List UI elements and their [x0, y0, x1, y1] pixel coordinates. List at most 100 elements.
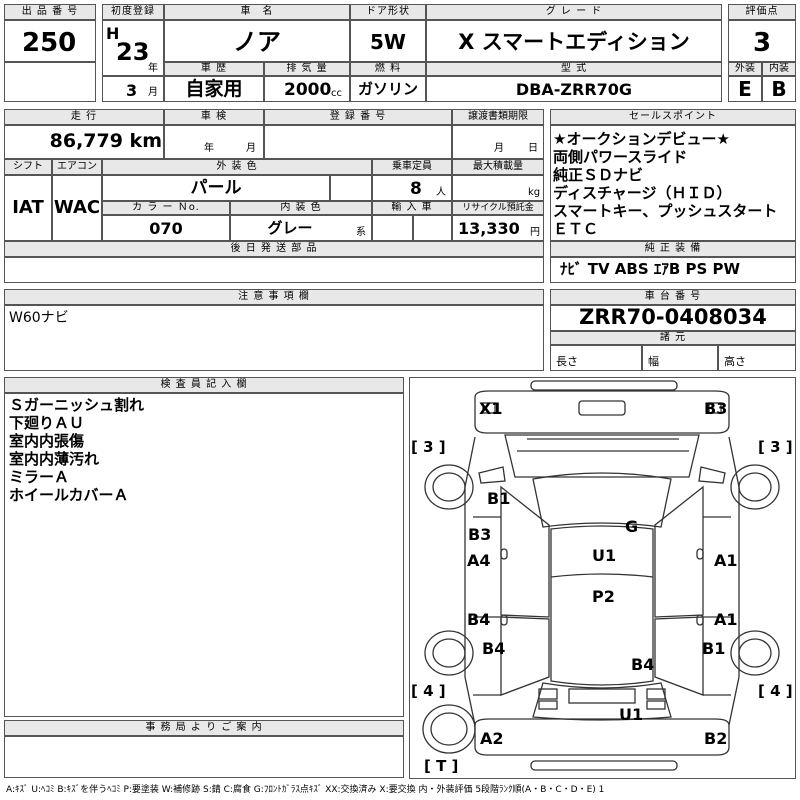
damage-mark: P2 — [592, 587, 615, 606]
interior-grade-cell — [762, 76, 796, 102]
inspector-cell — [4, 393, 404, 717]
equipment-label: 純 正 装 備 — [550, 241, 796, 257]
recycle-deposit: 13,330 — [458, 219, 520, 238]
capacity-unit: 人 — [436, 187, 446, 198]
displacement-label: 排 気 量 — [264, 62, 350, 76]
exterior-color-label: 外 装 色 — [102, 159, 372, 175]
specification-label: 諸 元 — [550, 331, 796, 345]
car-diagram — [422, 380, 780, 771]
damage-mark: B4 — [482, 639, 506, 658]
damage-mark: A4 — [467, 551, 491, 570]
legend-footer: A:ｷｽﾞ U:ﾍｺﾐ B:ｷｽﾞを伴うﾍｺﾐ P:要塗装 W:補修跡 S:錆 … — [6, 785, 605, 795]
later-parts-label: 後 日 発 送 部 品 — [4, 241, 544, 257]
transfer-day-unit: 日 — [528, 143, 538, 154]
car-name-label: 車 名 — [164, 4, 350, 20]
color-number-cell — [102, 215, 230, 241]
tire-rear-right-grade: [ 4 ] — [758, 682, 793, 700]
damage-mark: B3 — [468, 525, 492, 544]
damage-mark: B4 — [631, 655, 655, 674]
recycle-deposit-unit: 円 — [530, 227, 540, 238]
import-label: 輸 入 車 — [372, 201, 452, 215]
width-cell — [642, 345, 718, 371]
door-type: 5W — [370, 30, 406, 54]
sales-point-item: ＥＴＣ — [553, 220, 599, 238]
grade-cell — [426, 20, 722, 62]
shift-label: シフト — [4, 159, 52, 175]
sales-point-item: スマートキー、プッシュスタート — [553, 202, 778, 220]
first-registration-month-cell — [102, 76, 164, 102]
door-cell — [350, 20, 426, 62]
damage-mark: U1 — [592, 546, 617, 565]
mileage-cell — [4, 125, 164, 159]
year-unit: 年 — [148, 63, 158, 74]
inspector-label: 検 査 員 記 入 欄 — [4, 377, 404, 393]
length-label: 長さ — [556, 355, 578, 368]
max-load-unit: kg — [528, 187, 541, 198]
length-cell — [550, 345, 642, 371]
exterior-grade-label: 外装 — [728, 62, 762, 76]
inspector-item: 室内内薄汚れ — [9, 450, 100, 468]
lot-blank-cell — [4, 62, 96, 102]
displacement-cell — [264, 76, 350, 102]
recycle-deposit-cell — [452, 215, 544, 241]
registration-number-cell — [264, 125, 452, 159]
height-cell — [718, 345, 796, 371]
fuel-label: 燃 料 — [350, 62, 426, 76]
exterior-color-cell — [102, 175, 330, 201]
model: DBA-ZRR70G — [515, 80, 633, 99]
equipment: ﾅﾋﾞ TV ABS ｴｱB PS PW — [560, 260, 741, 278]
history: 自家用 — [185, 78, 243, 100]
first-registration-label: 初度登録 — [102, 4, 164, 20]
inspection-label: 車 検 — [164, 109, 264, 125]
max-load-label: 最大積載量 — [452, 159, 544, 175]
inspector-item: 下廻りＡＵ — [9, 414, 85, 432]
car-name-cell — [164, 20, 350, 62]
month-unit: 月 — [148, 87, 158, 98]
inspector-item: 室内内張傷 — [9, 432, 85, 450]
shift-cell — [4, 175, 52, 241]
office-cell — [4, 736, 404, 778]
exterior-grade: E — [738, 77, 752, 101]
car-name: ノア — [233, 28, 281, 56]
damage-mark: B2 — [704, 729, 728, 748]
damage-mark: B3 — [704, 399, 728, 418]
inspector-item: ミラーＡ — [9, 468, 70, 486]
capacity-cell — [372, 175, 452, 201]
damage-mark: U1 — [619, 705, 644, 724]
capacity: 8 — [410, 179, 422, 199]
damage-mark: A1 — [714, 610, 738, 629]
inspector-list: Ｓガーニッシュ割れ 下廻りＡＵ 室内内張傷 室内内薄汚れ ミラーＡ ホイールカバ… — [9, 396, 144, 504]
later-parts-cell — [4, 257, 544, 283]
color-number: 070 — [149, 219, 183, 238]
sales-point-item: ★オークションデビュー★ — [553, 130, 730, 148]
grade: X スマートエディション — [458, 30, 690, 54]
equipment-cell — [550, 257, 796, 283]
history-cell — [164, 76, 264, 102]
transfer-deadline-cell — [452, 125, 544, 159]
era: H — [106, 24, 120, 43]
inspector-item: Ｓガーニッシュ割れ — [9, 396, 145, 414]
displacement: 2000 — [284, 80, 332, 100]
color-number-label: カ ラ ー Ｎo. — [102, 201, 230, 215]
chassis-number-cell — [550, 305, 796, 331]
fuel: ガソリン — [357, 80, 418, 98]
transfer-deadline-label: 譲渡書類期限 — [452, 109, 544, 125]
car-diagram-frame — [409, 377, 796, 779]
damage-mark: G — [625, 517, 639, 536]
aircon-label: エアコン — [52, 159, 102, 175]
chassis-number: ZRR70-0408034 — [579, 305, 767, 329]
registration-year: 23 — [116, 38, 150, 66]
sales-point-item: ディスチャージ（ＨＩＤ） — [553, 184, 732, 202]
notes-label: 注 意 事 項 欄 — [4, 289, 544, 305]
interior-color-unit: 系 — [356, 227, 366, 238]
lot-number: 250 — [22, 28, 77, 58]
lot-number-label: 出 品 番 号 — [4, 4, 96, 20]
interior-grade: B — [771, 77, 787, 101]
door-label: ドア形状 — [350, 4, 426, 20]
tire-rear-left-grade: [ 4 ] — [411, 682, 446, 700]
sales-point-item: 両側パワースライド — [553, 148, 688, 166]
history-label: 車 歴 — [164, 62, 264, 76]
inspector-item: ホイールカバーＡ — [9, 486, 129, 504]
exterior-grade-cell — [728, 76, 762, 102]
mileage-label: 走 行 — [4, 109, 164, 125]
